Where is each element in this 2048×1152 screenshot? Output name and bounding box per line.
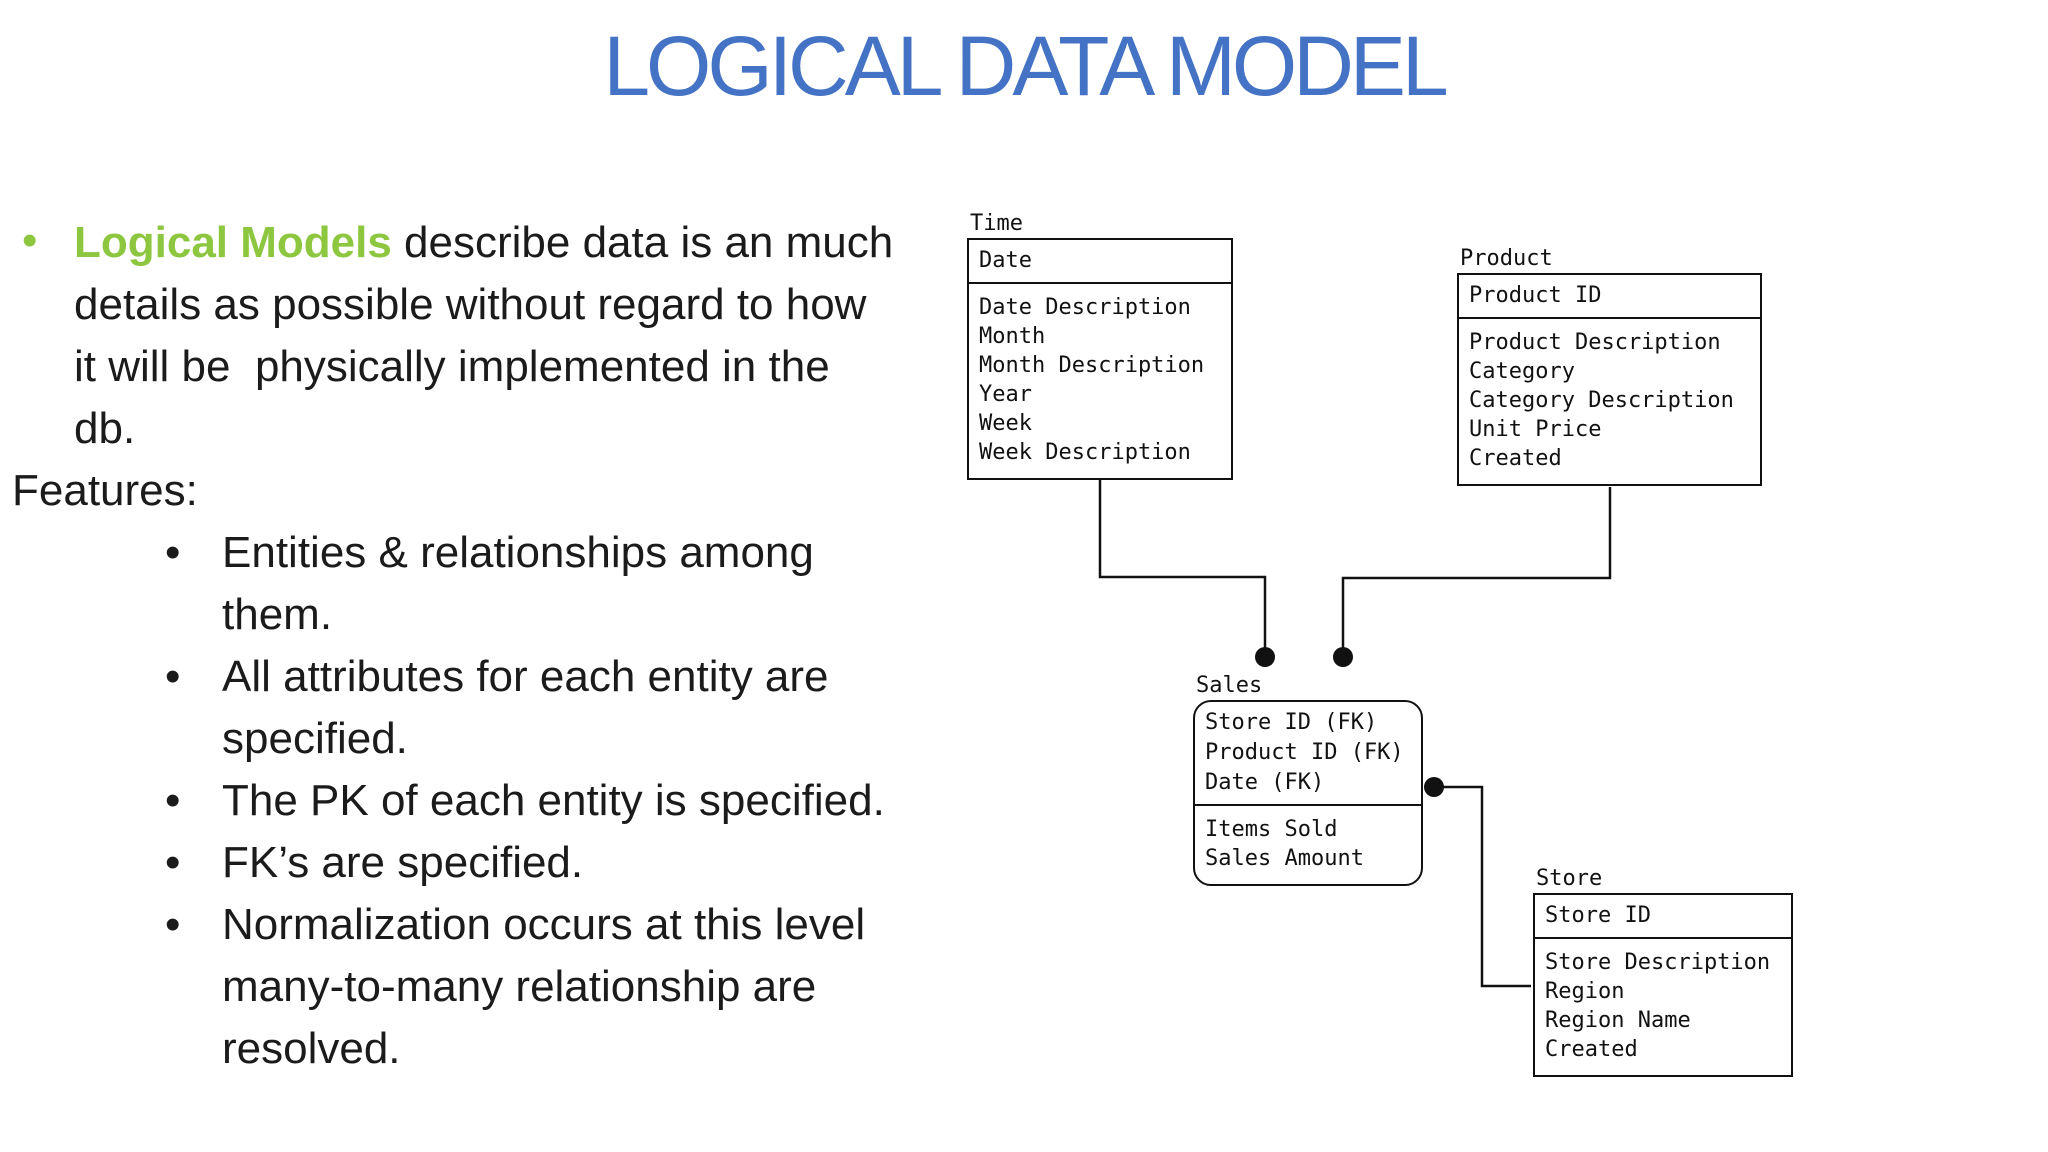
relationship-lines xyxy=(1098,478,1612,988)
intro-line: it will be physically implemented in the xyxy=(74,342,830,391)
feature-item: • All attributes for each entity are speci… xyxy=(12,646,972,770)
text-column: • Logical Models describe data is an muc… xyxy=(12,212,972,1080)
bullet-icon: • xyxy=(165,838,181,887)
bullet-icon: • xyxy=(165,652,181,701)
feature-line: Normalization occurs at this level xyxy=(222,900,866,949)
features-list: • Entities & relationships among them. • All… xyxy=(12,522,972,1080)
attribute: Year xyxy=(979,382,1032,407)
entity-name-label: Product xyxy=(1460,246,1553,271)
attribute: Sales Amount xyxy=(1205,846,1364,871)
entity-name-label: Store xyxy=(1536,866,1603,891)
attribute: Month xyxy=(979,324,1046,349)
attribute: Week xyxy=(979,411,1032,436)
bullet-icon: • xyxy=(165,900,181,949)
feature-line: FK’s are specified. xyxy=(222,838,584,887)
feature-line: The PK of each entity is specified. xyxy=(222,776,885,825)
key-attribute: Product ID xyxy=(1469,283,1602,308)
attribute: Category xyxy=(1469,359,1575,384)
feature-item: • FK’s are specified. xyxy=(12,832,972,894)
key-section: Store ID (FK) Product ID (FK) Date (FK) xyxy=(1195,702,1421,806)
slide-title: LOGICAL DATA MODEL xyxy=(603,19,1448,113)
relationship-sales-store xyxy=(1434,785,1531,988)
attribute: Category Description xyxy=(1469,388,1734,413)
feature-line: many-to-many relationship are xyxy=(222,962,817,1011)
feature-line: Entities & relationships among xyxy=(222,528,814,577)
cardinality-dot-sales-store xyxy=(1424,777,1444,797)
entity-name-label: Time xyxy=(970,211,1023,236)
intro-line: db. xyxy=(74,404,136,453)
key-attribute: Store ID (FK) xyxy=(1205,710,1378,735)
feature-line: them. xyxy=(222,590,333,639)
intro-highlight: Logical Models xyxy=(74,218,392,267)
attribute: Product Description xyxy=(1469,330,1721,355)
attribute: Month Description xyxy=(979,353,1205,378)
relationship-time-sales xyxy=(1098,478,1267,650)
key-attribute: Store ID xyxy=(1545,903,1651,928)
cardinality-dot-time-sales xyxy=(1255,647,1275,667)
key-section: Date xyxy=(969,240,1231,284)
entity-box: Store ID (FK) Product ID (FK) Date (FK) Ite… xyxy=(1193,700,1432,895)
feature-line: resolved. xyxy=(222,1024,401,1073)
intro-text: Logical Models describe data is an much d… xyxy=(74,212,972,460)
attribute: Created xyxy=(1545,1037,1638,1062)
attribute: Week Description xyxy=(979,440,1191,465)
key-attribute: Product ID (FK) xyxy=(1205,740,1404,765)
attribute: Created xyxy=(1469,446,1562,471)
feature-item: • Entities & relationships among them. xyxy=(12,522,972,646)
feature-item: • Normalization occurs at this level many-… xyxy=(12,894,972,1080)
intro-line: details as possible without regard to ho… xyxy=(74,280,867,329)
key-attribute: Date (FK) xyxy=(1205,770,1325,795)
attribute: Unit Price xyxy=(1469,417,1602,442)
key-attribute: Date xyxy=(979,248,1032,273)
attribute: Region xyxy=(1545,979,1625,1004)
feature-line: All attributes for each entity are xyxy=(222,652,829,701)
feature-line: specified. xyxy=(222,714,408,763)
features-label: Features: xyxy=(12,466,198,515)
attribute: Items Sold xyxy=(1205,817,1338,842)
attribute: Date Description xyxy=(979,295,1191,320)
entity-name-label: Sales xyxy=(1196,673,1263,698)
attribute: Region Name xyxy=(1545,1008,1691,1033)
bullet-icon: • xyxy=(165,776,181,825)
bullet-icon: • xyxy=(22,216,38,265)
attribute: Store Description xyxy=(1545,950,1771,975)
key-section: Store ID xyxy=(1535,895,1791,939)
key-section: Product ID xyxy=(1459,275,1760,319)
relationship-product-sales xyxy=(1341,487,1612,650)
feature-item: • The PK of each entity is specified. xyxy=(12,770,972,832)
intro-bullet-item: • Logical Models describe data is an muc… xyxy=(12,212,972,460)
cardinality-dot-product-sales xyxy=(1333,647,1353,667)
bullet-icon: • xyxy=(165,528,181,577)
intro-line-first: describe data is an much xyxy=(391,218,894,267)
